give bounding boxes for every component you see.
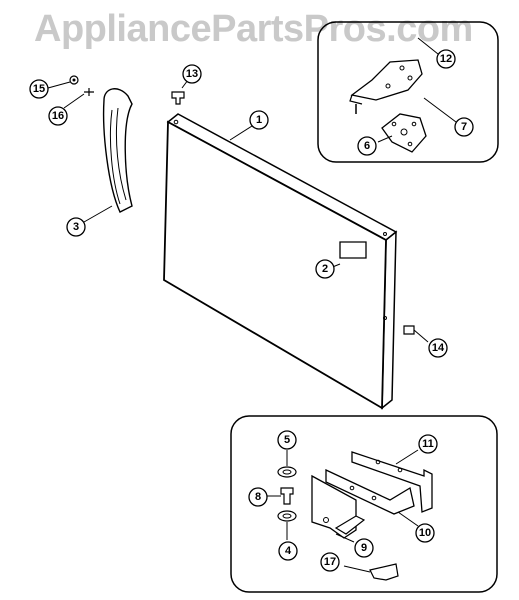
- callout-1: 1: [249, 110, 269, 130]
- callout-2: 2: [315, 259, 335, 279]
- callout-6: 6: [357, 136, 377, 156]
- callout-15: 15: [29, 79, 49, 99]
- callout-11: 11: [418, 434, 438, 454]
- watermark: AppliancePartsPros.com: [34, 8, 473, 50]
- svg-text:5: 5: [284, 434, 290, 446]
- svg-text:7: 7: [461, 121, 467, 133]
- callout-5: 5: [277, 430, 297, 450]
- svg-text:9: 9: [361, 542, 367, 554]
- callout-16: 16: [48, 106, 68, 126]
- callout-9: 9: [354, 538, 374, 558]
- door-handle: [83, 88, 133, 223]
- hinge-inset-top: [317, 21, 499, 163]
- callout-7: 7: [454, 117, 474, 137]
- callout-3: 3: [66, 217, 86, 237]
- svg-text:1: 1: [256, 114, 262, 126]
- svg-text:15: 15: [33, 83, 45, 95]
- callout-12: 12: [436, 49, 456, 69]
- svg-text:14: 14: [432, 342, 445, 354]
- callout-14: 14: [428, 338, 448, 358]
- svg-text:10: 10: [419, 527, 431, 539]
- callout-8: 8: [248, 487, 268, 507]
- svg-text:6: 6: [364, 140, 370, 152]
- callout-13: 13: [182, 64, 202, 84]
- svg-text:13: 13: [186, 68, 198, 80]
- svg-text:2: 2: [322, 263, 328, 275]
- callouts: 1 2 3 4 5 6 7 8 9 10 11 12 13 14 15 16 1…: [29, 49, 474, 572]
- svg-text:4: 4: [285, 545, 292, 557]
- callout-17: 17: [320, 552, 340, 572]
- callout-4: 4: [278, 541, 298, 561]
- door-panel: [163, 113, 398, 410]
- svg-text:8: 8: [255, 491, 261, 503]
- svg-text:11: 11: [422, 438, 434, 450]
- svg-text:3: 3: [73, 221, 79, 233]
- callout-10: 10: [415, 523, 435, 543]
- svg-text:12: 12: [440, 53, 452, 65]
- hinge-inset-bottom: [230, 415, 498, 593]
- screws: [47, 75, 429, 343]
- svg-text:17: 17: [324, 556, 336, 568]
- svg-text:16: 16: [52, 110, 64, 122]
